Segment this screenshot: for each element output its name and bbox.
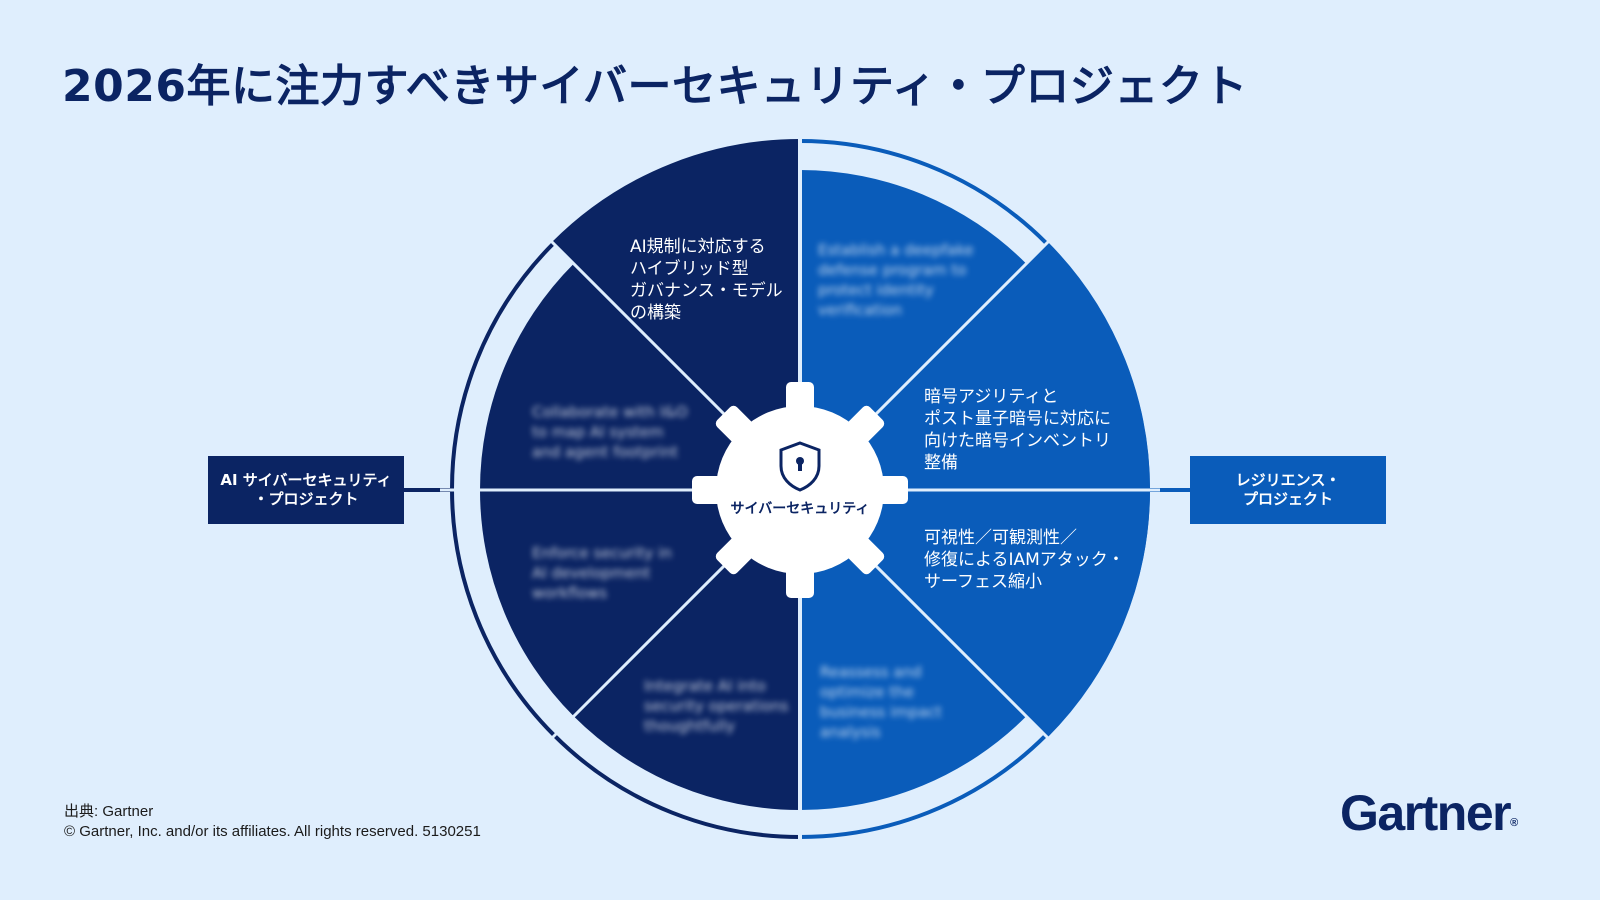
page-title: 2026年に注力すべきサイバーセキュリティ・プロジェクト: [62, 61, 1248, 112]
segment-crypto-agility: [800, 242, 1150, 490]
shield-lock-icon: [779, 441, 821, 492]
segment-label-iam-surface: 可視性／可観測性／ 修復によるIAMアタック・ サーフェス縮小: [924, 528, 1125, 592]
segment-label-ai-footprint: Collaborate with I&O to map AI system an…: [532, 403, 688, 461]
segment-deepfake: [800, 169, 1027, 490]
footer: 出典: Gartner © Gartner, Inc. and/or its a…: [64, 802, 481, 842]
source-note: 出典: Gartner: [64, 803, 154, 820]
segment-business-impact: [800, 490, 1027, 811]
segment-ai-secops: [573, 490, 800, 811]
segment-iam-surface: [800, 490, 1150, 738]
segment-label-business-impact: Reassess and optimize the business impac…: [820, 663, 942, 741]
segment-label-crypto-agility: 暗号アジリティと ポスト量子暗号に対応に 向けた暗号インベントリ 整備: [924, 387, 1111, 473]
resilience-group-box: レジリエンス・ プロジェクト: [1190, 456, 1386, 524]
segment-ai-dev-workflows: [479, 490, 800, 717]
segment-label-ai-governance: AI規制に対応する ハイブリッド型 ガバナンス・モデル の構築: [630, 237, 783, 323]
segment-ai-footprint: [480, 263, 800, 490]
logo-text: Gartner: [1340, 785, 1512, 841]
ai-cybersecurity-group-box: AI サイバーセキュリティ ・プロジェクト: [208, 456, 404, 524]
segment-ai-governance: [552, 140, 800, 490]
gartner-logo: Gartner®: [1340, 784, 1518, 842]
segment-label-ai-dev-workflows: Enforce security in AI development workf…: [532, 544, 672, 602]
segment-label-deepfake: Establish a deepfake defense program to …: [818, 241, 974, 319]
segment-label-ai-secops: Integrate AI into security operations th…: [644, 677, 789, 735]
registered-mark: ®: [1510, 817, 1519, 829]
center-label: サイバーセキュリティ: [730, 501, 870, 517]
copyright-note: © Gartner, Inc. and/or its affiliates. A…: [64, 823, 481, 840]
